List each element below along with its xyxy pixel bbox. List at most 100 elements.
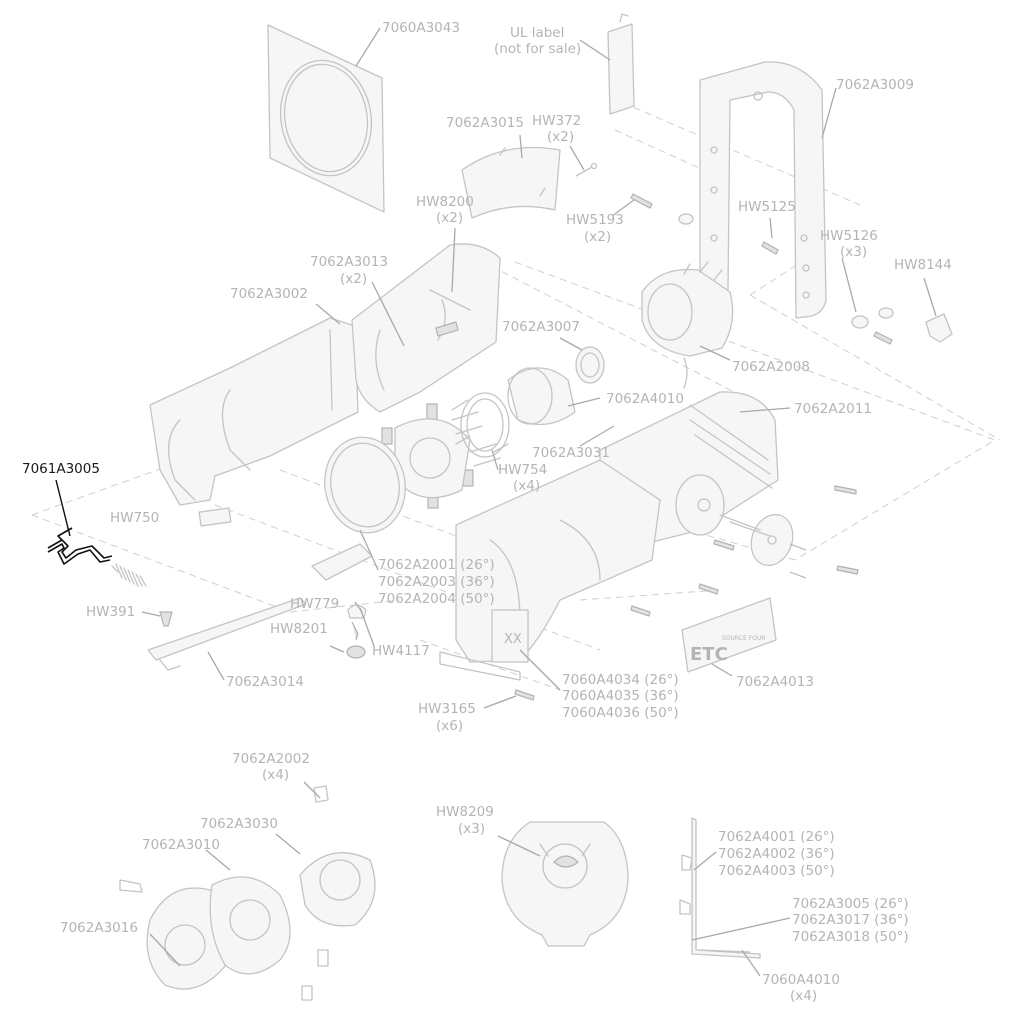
svg-text:7062A3007: 7062A3007	[502, 319, 580, 335]
yoke-part[interactable]	[699, 61, 827, 319]
svg-text:7062A4003 (50°): 7062A4003 (50°)	[718, 863, 835, 879]
gobo-holder-part[interactable]	[501, 821, 629, 947]
callout-7062A3013[interactable]: 7062A3013 (x2)	[310, 254, 388, 287]
svg-text:UL label: UL label	[510, 25, 564, 41]
callout-HW4117[interactable]: HW4117	[372, 643, 430, 659]
svg-text:(x6): (x6)	[436, 718, 463, 734]
svg-text:HW5126: HW5126	[820, 228, 878, 244]
callout-HW8200[interactable]: HW8200 (x2)	[416, 194, 474, 226]
callout-HW754[interactable]: HW754 (x4)	[498, 462, 547, 494]
svg-text:7062A4013: 7062A4013	[736, 674, 814, 690]
body-shell-part[interactable]	[149, 317, 359, 527]
callout-7062A3009[interactable]: 7062A3009	[836, 77, 914, 93]
callout-7062A3010[interactable]: 7062A3010	[142, 837, 220, 853]
etc-badge-part[interactable]: ETC SOURCE FOUR	[681, 597, 777, 673]
svg-text:HW5193: HW5193	[566, 212, 624, 228]
lamp-cap-part[interactable]	[641, 261, 734, 389]
svg-text:HW8201: HW8201	[270, 621, 328, 637]
callout-7062A4010[interactable]: 7062A4010	[606, 391, 684, 407]
lens-ring-part[interactable]	[451, 392, 510, 458]
lens-clip-part[interactable]	[679, 817, 761, 959]
callout-HW8209[interactable]: HW8209 (x3)	[436, 804, 494, 837]
svg-text:HW3165: HW3165	[418, 701, 476, 717]
svg-text:HW4117: HW4117	[372, 643, 430, 659]
svg-text:(x4): (x4)	[513, 478, 540, 494]
callout-HW5125[interactable]: HW5125	[738, 199, 796, 215]
svg-text:7062A3002: 7062A3002	[230, 286, 308, 302]
svg-text:HW8200: HW8200	[416, 194, 474, 210]
svg-text:7060A4035 (36°): 7060A4035 (36°)	[562, 688, 679, 704]
callout-7060A3043[interactable]: 7060A3043	[382, 20, 460, 36]
svg-text:7062A3031: 7062A3031	[532, 445, 610, 461]
ul-label-part[interactable]	[607, 13, 635, 115]
gel-frame-part[interactable]	[267, 24, 385, 213]
badge-text: ETC	[690, 644, 728, 665]
svg-text:7062A3016: 7062A3016	[60, 920, 138, 936]
callout-HW5126[interactable]: HW5126 (x3)	[820, 228, 878, 260]
callout-ul-label[interactable]: UL label (not for sale)	[494, 25, 581, 57]
svg-text:7062A3015: 7062A3015	[446, 115, 524, 131]
lens-tube-part[interactable]	[439, 459, 661, 681]
svg-text:7062A3014: 7062A3014	[226, 674, 304, 690]
callout-7061A3005[interactable]: 7061A3005	[22, 461, 100, 477]
callout-HW372[interactable]: HW372 (x2)	[532, 113, 581, 145]
svg-text:7062A2008: 7062A2008	[732, 359, 810, 375]
svg-text:7062A3010: 7062A3010	[142, 837, 220, 853]
callout-7062A3016[interactable]: 7062A3016	[60, 920, 138, 936]
svg-text:(x2): (x2)	[436, 210, 463, 226]
svg-text:7062A2004 (50°): 7062A2004 (50°)	[378, 591, 495, 607]
callout-7060A4010[interactable]: 7060A4010 (x4)	[762, 972, 840, 1004]
hw3165-screws	[514, 485, 859, 701]
callout-HW8144[interactable]: HW8144	[894, 257, 952, 273]
svg-text:HW391: HW391	[86, 604, 135, 620]
callout-7062A2008[interactable]: 7062A2008	[732, 359, 810, 375]
shutter-cover-part[interactable]	[461, 146, 561, 219]
shutter-set-parts[interactable]	[119, 785, 376, 1001]
callout-7062A4001[interactable]: 7062A4001 (26°) 7062A4002 (36°) 7062A400…	[718, 829, 835, 879]
callout-7062A2001[interactable]: 7062A2001 (26°) 7062A2003 (36°) 7062A200…	[378, 557, 495, 607]
svg-text:HW754: HW754	[498, 462, 547, 478]
callout-7062A2002[interactable]: 7062A2002 (x4)	[232, 751, 310, 783]
callout-HW3165[interactable]: HW3165 (x6)	[418, 701, 476, 734]
callout-HW391[interactable]: HW391	[86, 604, 135, 620]
svg-text:(not for sale): (not for sale)	[494, 41, 581, 57]
reflector-part[interactable]	[507, 346, 605, 426]
callout-HW8201[interactable]: HW8201	[270, 621, 328, 637]
callout-HW779[interactable]: HW779	[290, 596, 339, 612]
hw750-spring	[111, 563, 147, 587]
callout-7062A4013[interactable]: 7062A4013	[736, 674, 814, 690]
svg-text:HW8144: HW8144	[894, 257, 952, 273]
hw754-screws	[451, 411, 501, 467]
highlighted-part-7061A3005[interactable]	[47, 527, 113, 565]
svg-text:(x4): (x4)	[262, 767, 289, 783]
bottom-rail-part[interactable]	[147, 597, 307, 671]
svg-text:7060A4034 (26°): 7060A4034 (26°)	[562, 672, 679, 688]
callout-7062A3005[interactable]: 7062A3005 (26°) 7062A3017 (36°) 7062A301…	[792, 896, 909, 945]
lens-tube-mark: XX	[504, 632, 522, 647]
shutter-blades	[381, 403, 474, 509]
callout-7062A3014[interactable]: 7062A3014	[226, 674, 304, 690]
lamp-socket-part[interactable]	[719, 509, 800, 572]
callout-7060A4034[interactable]: 7060A4034 (26°) 7060A4035 (36°) 7060A403…	[562, 672, 679, 721]
callout-7062A3031[interactable]: 7062A3031	[532, 445, 610, 461]
callout-7062A3002[interactable]: 7062A3002	[230, 286, 308, 302]
callout-HW750[interactable]: HW750	[110, 510, 159, 526]
callout-7062A2011[interactable]: 7062A2011	[794, 401, 872, 417]
callout-7062A3007[interactable]: 7062A3007	[502, 319, 580, 335]
svg-text:(x2): (x2)	[340, 271, 367, 287]
callout-HW5193[interactable]: HW5193 (x2)	[566, 212, 624, 245]
svg-text:7060A3043: 7060A3043	[382, 20, 460, 36]
svg-text:HW372: HW372	[532, 113, 581, 129]
svg-text:7062A4002 (36°): 7062A4002 (36°)	[718, 846, 835, 862]
focus-knob-parts[interactable]	[159, 543, 373, 659]
svg-text:7062A2002: 7062A2002	[232, 751, 310, 767]
leader-lines	[55, 27, 937, 977]
lens-part[interactable]	[317, 431, 412, 539]
front-body-shell-part[interactable]	[351, 243, 501, 413]
svg-text:7062A3017 (36°): 7062A3017 (36°)	[792, 912, 909, 928]
svg-text:7062A3009: 7062A3009	[836, 77, 914, 93]
callout-7062A3015[interactable]: 7062A3015	[446, 115, 524, 131]
svg-text:7060A4036 (50°): 7060A4036 (50°)	[562, 705, 679, 721]
callout-7062A3030[interactable]: 7062A3030	[200, 816, 278, 832]
